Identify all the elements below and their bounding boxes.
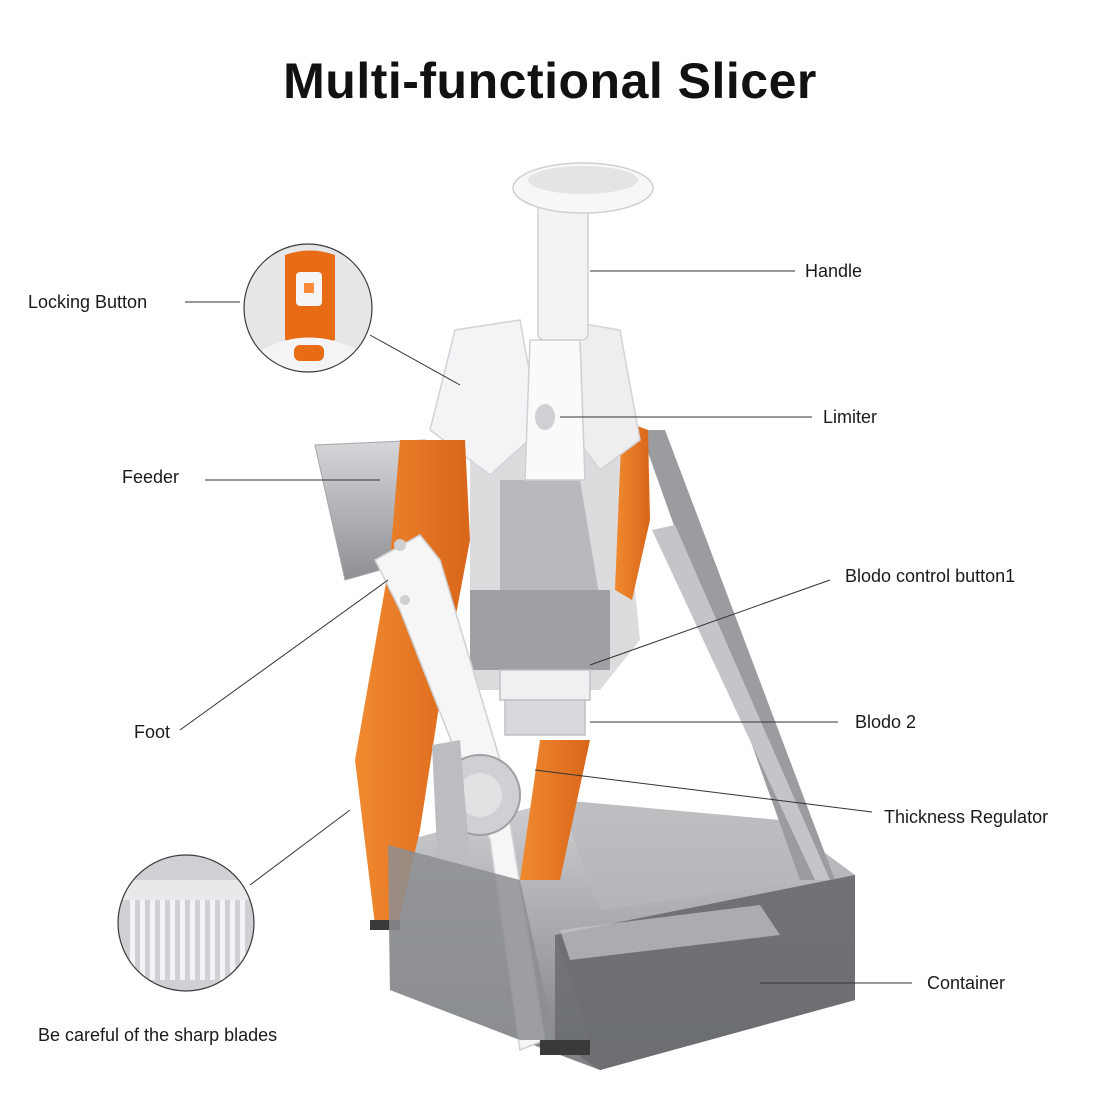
locking-button-zoom [243,243,373,373]
label-locking-button: Locking Button [28,292,148,312]
label-blade-control-button: Blodo control button1 [845,566,1016,586]
leader-lines [179,270,912,984]
warning-text: Be careful of the sharp blades [38,1025,278,1045]
label-handle: Handle [805,261,863,281]
handle [512,162,654,341]
page-title: Multi-functional Slicer [283,53,817,109]
leader-blade-control [589,579,831,666]
leader-blade-zoom [249,809,351,886]
right-leg [640,430,835,880]
leader-locking-zoom [369,334,461,386]
blade-zoom [117,854,255,992]
container-front [388,845,855,1070]
main-frame [429,319,641,481]
label-thickness-regulator: Thickness Regulator [884,807,1049,827]
label-limiter: Limiter [823,407,878,427]
label-feeder: Feeder [122,467,180,487]
leader-thickness [534,769,873,813]
right-orange-strip [615,420,650,600]
foot [355,440,470,930]
label-foot: Foot [134,722,171,742]
label-container: Container [927,973,1006,993]
leader-foot [179,579,389,731]
label-blade-2: Blodo 2 [855,712,917,732]
